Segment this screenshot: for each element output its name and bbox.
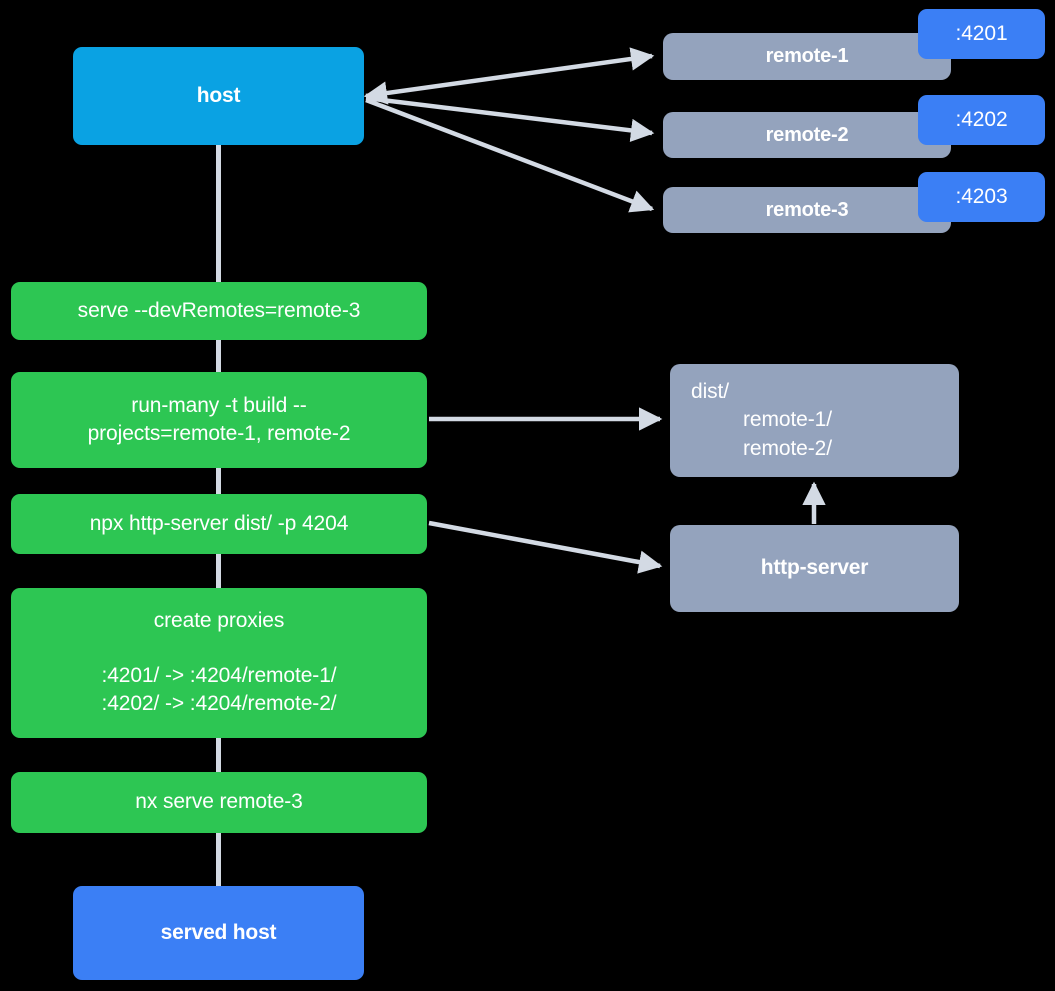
port-badge-remote-3: :4203 (918, 172, 1045, 222)
node-served-host[interactable]: served host (73, 886, 364, 980)
node-dist-folder-line-3: remote-2/ (743, 436, 832, 460)
node-command-create-proxies-title: create proxies (153, 609, 285, 633)
node-host-label: host (196, 83, 241, 107)
port-badge-remote-2: :4202 (918, 95, 1045, 145)
node-command-run-many-build[interactable]: run-many -t build -- projects=remote-1, … (11, 372, 427, 468)
edge-host-to-remote-1 (363, 47, 655, 105)
node-dist-folder-line-1: dist/ (691, 379, 730, 403)
edge-npx-to-httpserver (428, 520, 663, 574)
node-command-npx-http-server[interactable]: npx http-server dist/ -p 4204 (11, 494, 427, 554)
node-remote-2-label: remote-2 (765, 123, 849, 146)
node-remote-2[interactable]: remote-2 (663, 112, 951, 158)
port-badge-remote-2-label: :4202 (955, 108, 1008, 131)
node-http-server-label: http-server (760, 556, 869, 580)
node-command-nx-serve-remote-3-label: nx serve remote-3 (135, 790, 303, 814)
node-command-create-proxies-line-1: :4201/ -> :4204/remote-1/ (101, 663, 337, 687)
node-command-npx-http-server-label: npx http-server dist/ -p 4204 (89, 511, 349, 535)
node-command-serve-devremotes[interactable]: serve --devRemotes=remote-3 (11, 282, 427, 340)
node-host[interactable]: host (73, 47, 364, 145)
node-remote-1[interactable]: remote-1 (663, 33, 951, 80)
node-dist-folder[interactable]: dist/ remote-1/ remote-2/ (670, 364, 959, 477)
node-http-server[interactable]: http-server (670, 525, 959, 612)
node-command-create-proxies[interactable]: create proxies :4201/ -> :4204/remote-1/… (11, 588, 427, 738)
node-dist-folder-line-2: remote-1/ (743, 408, 832, 432)
edge-host-to-remote-2 (365, 95, 655, 143)
port-badge-remote-3-label: :4203 (955, 185, 1008, 208)
node-command-serve-devremotes-label: serve --devRemotes=remote-3 (77, 298, 361, 322)
node-command-nx-serve-remote-3[interactable]: nx serve remote-3 (11, 772, 427, 833)
node-remote-1-label: remote-1 (765, 45, 849, 67)
port-badge-remote-1: :4201 (918, 9, 1045, 59)
node-command-run-many-build-label: run-many -t build -- projects=remote-1, … (87, 393, 351, 445)
node-served-host-label: served host (160, 920, 277, 944)
node-remote-3[interactable]: remote-3 (663, 187, 951, 233)
node-command-create-proxies-line-2: :4202/ -> :4204/remote-2/ (101, 692, 337, 716)
edge-host-to-remote-3 (365, 97, 655, 213)
node-remote-3-label: remote-3 (765, 198, 849, 221)
port-badge-remote-1-label: :4201 (955, 22, 1008, 45)
